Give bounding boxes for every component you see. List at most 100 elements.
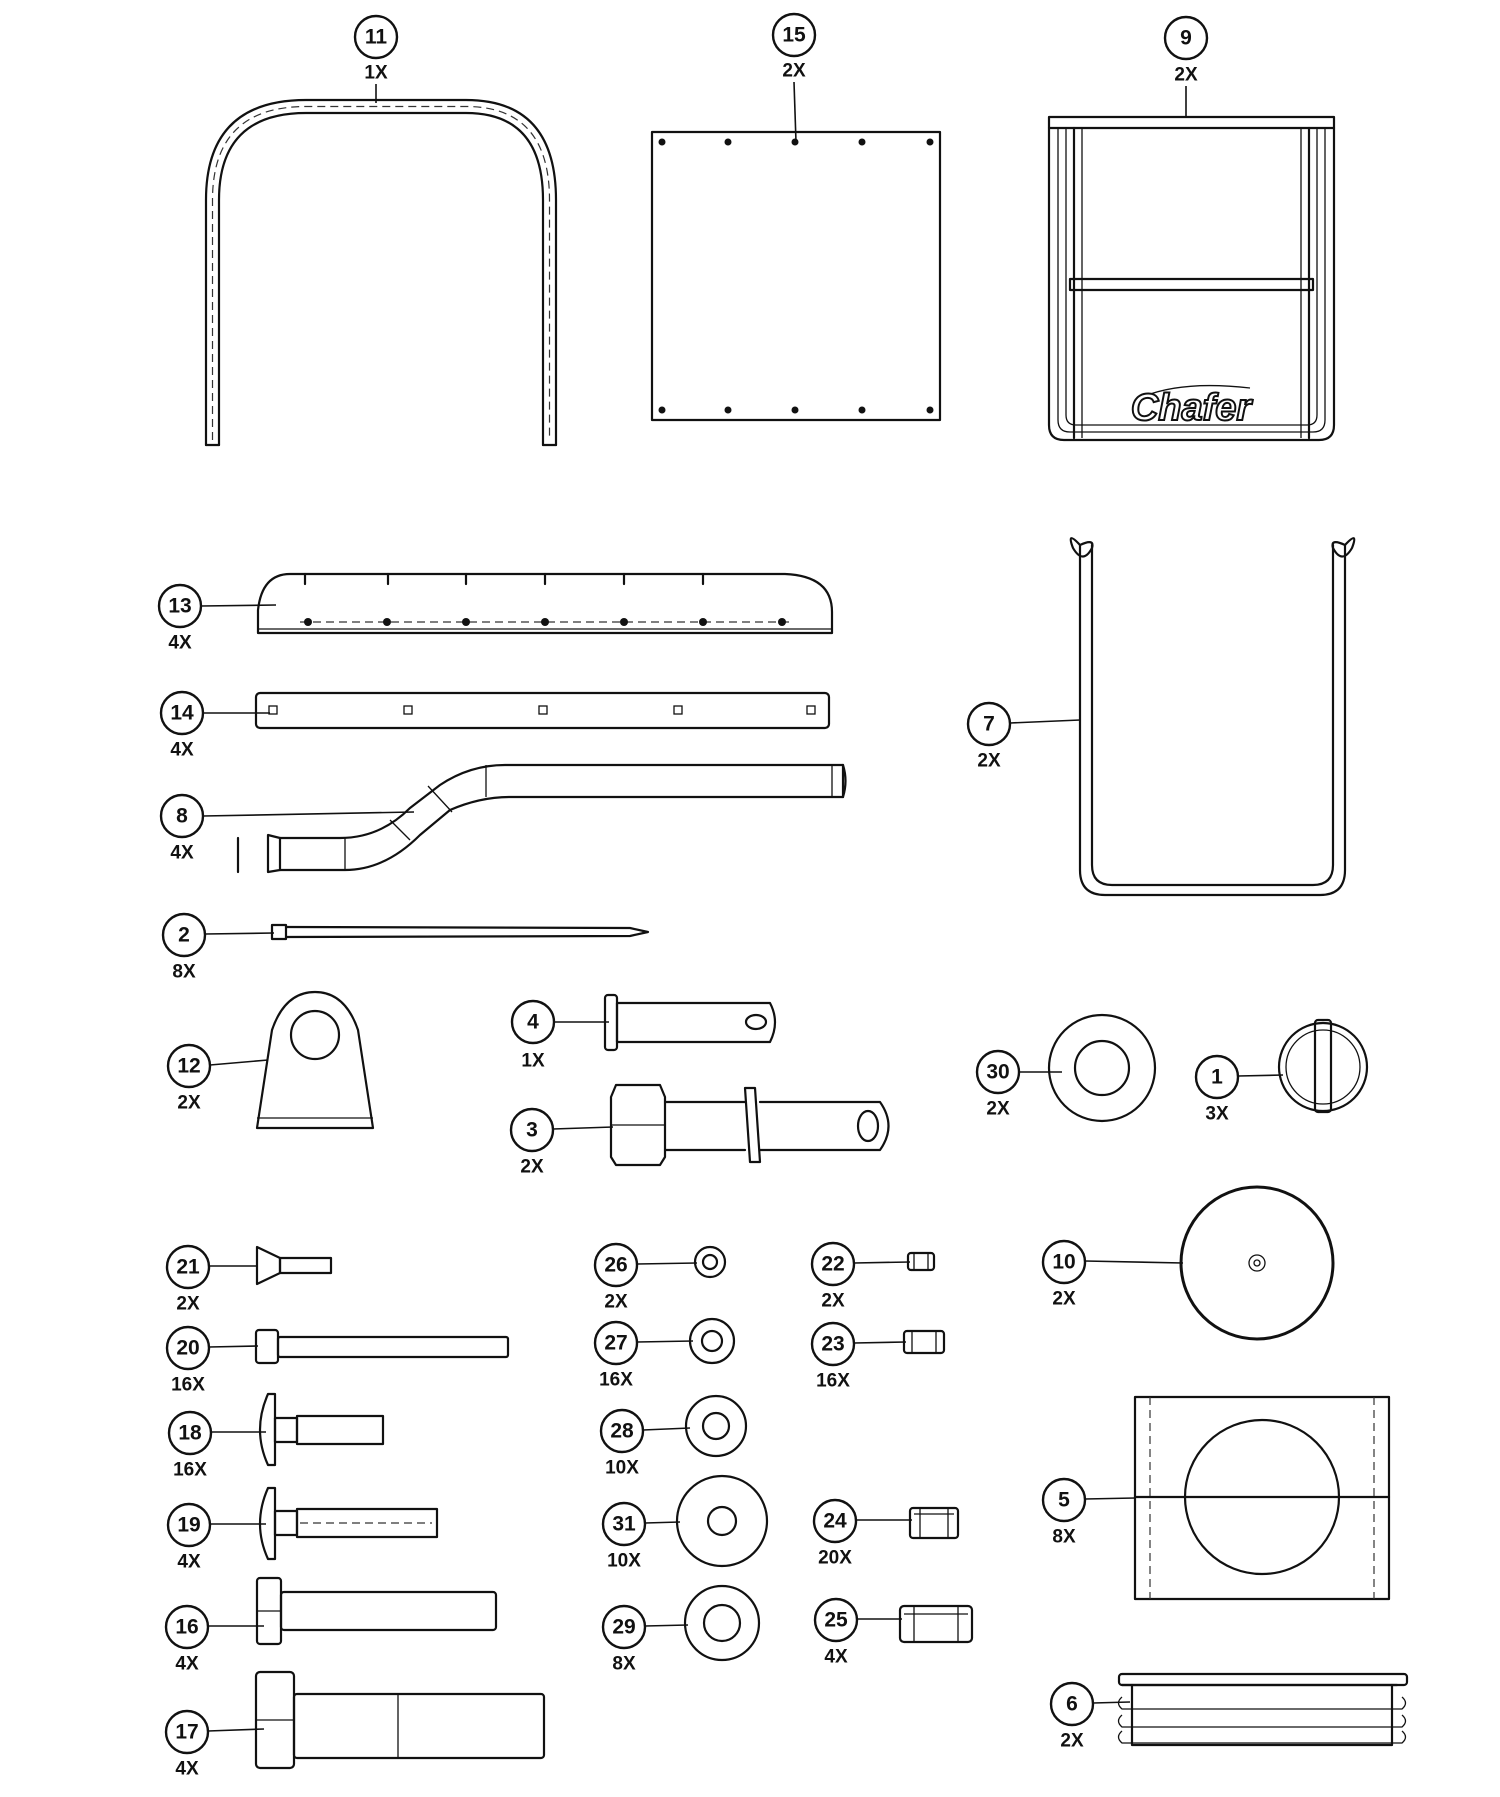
- callout-22[interactable]: 22 2X: [810, 1241, 911, 1312]
- part-17-hex-bolt-drawing: [254, 1670, 546, 1770]
- callout-13[interactable]: 13 4X: [157, 583, 277, 654]
- part-30-washer-drawing: [1047, 1013, 1157, 1123]
- callout-8[interactable]: 8 4X: [159, 793, 415, 864]
- svg-text:28: 28: [610, 1420, 634, 1443]
- callout-4[interactable]: 4 1X: [510, 999, 609, 1072]
- svg-text:23: 23: [821, 1333, 844, 1356]
- svg-text:10: 10: [1052, 1251, 1075, 1274]
- callout-30[interactable]: 30 2X: [975, 1049, 1062, 1120]
- svg-text:7: 7: [983, 713, 995, 736]
- svg-text:12: 12: [177, 1055, 200, 1078]
- part-5-clamp-drawing: [1133, 1395, 1391, 1601]
- svg-text:1: 1: [1211, 1066, 1223, 1089]
- svg-text:2X: 2X: [176, 1294, 200, 1315]
- part-1-linch-pin-drawing: [1277, 1018, 1369, 1114]
- callout-31[interactable]: 31 10X: [601, 1501, 681, 1572]
- svg-text:13: 13: [168, 595, 191, 618]
- callout-12[interactable]: 12 2X: [166, 1043, 269, 1114]
- callout-15[interactable]: 15 2X: [771, 12, 817, 143]
- part-19-carriage-bolt-drawing: [258, 1486, 439, 1561]
- callout-17[interactable]: 17 4X: [164, 1709, 265, 1780]
- callout-6[interactable]: 6 2X: [1049, 1681, 1131, 1752]
- callout-9[interactable]: 9 2X: [1163, 15, 1209, 117]
- part-21-bolt-drawing: [255, 1245, 333, 1286]
- svg-text:30: 30: [986, 1061, 1009, 1084]
- chafer-logo: Chafer: [1131, 387, 1254, 429]
- part-23-nut-drawing: [902, 1329, 946, 1355]
- callout-19[interactable]: 19 4X: [166, 1502, 266, 1573]
- part-11-hoop-drawing: [204, 98, 558, 447]
- part-27-washer-drawing: [688, 1317, 736, 1365]
- svg-text:2X: 2X: [1174, 65, 1198, 86]
- svg-text:20: 20: [176, 1337, 199, 1360]
- part-6-end-cap-drawing: [1117, 1672, 1409, 1747]
- svg-text:31: 31: [612, 1513, 636, 1536]
- svg-text:2X: 2X: [986, 1099, 1010, 1120]
- svg-text:2X: 2X: [604, 1292, 628, 1313]
- svg-text:22: 22: [821, 1253, 844, 1276]
- svg-text:16X: 16X: [173, 1460, 207, 1481]
- callout-21[interactable]: 21 2X: [165, 1244, 258, 1315]
- callout-14[interactable]: 14 4X: [159, 690, 270, 761]
- callout-28[interactable]: 28 10X: [599, 1408, 691, 1479]
- svg-text:25: 25: [824, 1609, 848, 1632]
- svg-text:4X: 4X: [170, 843, 194, 864]
- callout-7[interactable]: 7 2X: [966, 701, 1081, 772]
- part-28-washer-drawing: [684, 1394, 748, 1458]
- part-2-cable-tie-drawing: [270, 923, 650, 941]
- svg-text:29: 29: [612, 1616, 635, 1639]
- part-4-clevis-pin-drawing: [603, 993, 777, 1052]
- callout-29[interactable]: 29 8X: [601, 1604, 689, 1675]
- svg-text:17: 17: [175, 1721, 198, 1744]
- svg-text:4X: 4X: [824, 1647, 848, 1668]
- svg-text:2X: 2X: [782, 61, 806, 82]
- svg-text:5: 5: [1058, 1489, 1070, 1512]
- part-20-bolt-drawing: [254, 1328, 510, 1365]
- callout-10[interactable]: 10 2X: [1041, 1239, 1184, 1310]
- part-16-hex-bolt-drawing: [255, 1576, 498, 1646]
- svg-text:18: 18: [178, 1422, 202, 1445]
- callout-18[interactable]: 18 16X: [167, 1410, 266, 1481]
- callout-5[interactable]: 5 8X: [1041, 1477, 1136, 1548]
- part-26-washer-drawing: [693, 1245, 727, 1279]
- callout-23[interactable]: 23 16X: [810, 1321, 907, 1392]
- part-14-strip-drawing: [254, 691, 831, 730]
- svg-text:16: 16: [175, 1616, 198, 1639]
- callout-16[interactable]: 16 4X: [164, 1604, 264, 1675]
- svg-text:2X: 2X: [520, 1157, 544, 1178]
- svg-text:1X: 1X: [521, 1051, 545, 1072]
- svg-text:3: 3: [526, 1119, 538, 1142]
- svg-text:1X: 1X: [364, 63, 388, 84]
- callouts: 11 1X 15 2X 9 2X 13 4X 14 4X 8 4X: [157, 12, 1284, 1780]
- svg-text:15: 15: [782, 24, 806, 47]
- callout-3[interactable]: 3 2X: [509, 1107, 614, 1178]
- svg-text:2X: 2X: [1052, 1289, 1076, 1310]
- svg-text:2: 2: [178, 924, 190, 947]
- svg-text:16X: 16X: [171, 1375, 205, 1396]
- callout-26[interactable]: 26 2X: [593, 1242, 698, 1313]
- svg-text:27: 27: [604, 1332, 627, 1355]
- svg-text:10X: 10X: [607, 1551, 641, 1572]
- svg-text:11: 11: [365, 26, 388, 49]
- part-9-frame-drawing: Chafer: [1047, 115, 1336, 442]
- svg-text:20X: 20X: [818, 1548, 852, 1569]
- callout-27[interactable]: 27 16X: [593, 1320, 694, 1391]
- part-22-nut-drawing: [906, 1251, 936, 1272]
- svg-text:4X: 4X: [177, 1552, 201, 1573]
- callout-24[interactable]: 24 20X: [812, 1498, 912, 1569]
- callout-25[interactable]: 25 4X: [813, 1597, 902, 1668]
- svg-text:2X: 2X: [177, 1093, 201, 1114]
- callout-11[interactable]: 11 1X: [353, 14, 399, 103]
- part-31-washer-drawing: [675, 1474, 769, 1568]
- svg-text:4: 4: [527, 1011, 539, 1034]
- svg-text:14: 14: [170, 702, 194, 725]
- svg-text:19: 19: [177, 1514, 200, 1537]
- svg-text:10X: 10X: [605, 1458, 639, 1479]
- callout-20[interactable]: 20 16X: [165, 1325, 259, 1396]
- part-7-wire-bracket-drawing: [1069, 537, 1356, 897]
- svg-text:16X: 16X: [599, 1370, 633, 1391]
- callout-2[interactable]: 2 8X: [161, 912, 275, 983]
- svg-text:4X: 4X: [175, 1654, 199, 1675]
- callout-1[interactable]: 1 3X: [1194, 1054, 1284, 1125]
